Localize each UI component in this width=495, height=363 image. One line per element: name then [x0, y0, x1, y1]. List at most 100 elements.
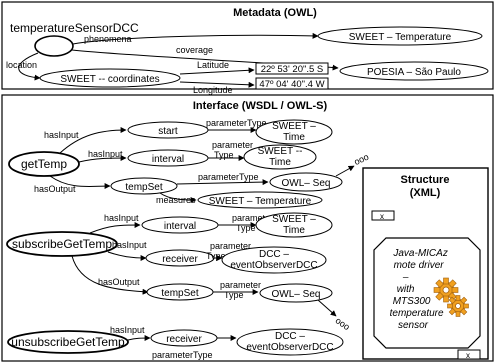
edge-label-coverage: coverage [176, 45, 213, 55]
service-unsubscribegettemp[interactable] [7, 330, 129, 354]
edge-label-paramtype-2-line1: parameter [212, 140, 253, 150]
param-interval-2-label: interval [164, 221, 196, 232]
longitude-value: 47º 04' 40".4 W [259, 79, 324, 90]
type-interval2-line1: SWEET – [272, 214, 316, 225]
gear-icon-1-tooth-4 [451, 287, 459, 293]
type-start-line1: SWEET – [272, 121, 316, 132]
gear-icon-2-tooth-4 [463, 303, 469, 309]
edge-tempset-type-1 [176, 179, 269, 186]
edge-owl-seq-1-more [335, 165, 355, 177]
node-measures-temperature[interactable] [197, 191, 323, 209]
param-tempset-1-label: tempSet [125, 182, 162, 193]
type-owl-seq-1-label: OWL– Seq [282, 178, 331, 189]
type-receiver1-dcc-label: DCC –eventObserverDCC [230, 249, 317, 271]
service-subscribegettemp-label: subscribeGetTemp [12, 237, 112, 251]
gear-icon-1-tooth-3 [433, 287, 441, 293]
gear-icon-1-tooth-2 [443, 295, 449, 303]
edge-label-paramtype-7: parameterType [152, 350, 213, 360]
gear-icon-1-tooth-1 [443, 277, 449, 285]
structure-title: Structure(XML) [401, 174, 450, 199]
gear-icon-2-tooth-5 [460, 296, 468, 304]
service-gettemp-label: getTemp [21, 157, 67, 171]
type-receiver2-line1: DCC – [275, 331, 305, 342]
gear-icon-2-tooth-8 [448, 296, 456, 304]
edge-label-hasinput-2: hasInput [88, 149, 123, 159]
edge-gettemp-start [59, 127, 127, 154]
latitude-value: 22º 53' 20".5 S [261, 64, 324, 75]
service-subscribegettemp[interactable] [6, 231, 118, 257]
edge-owl-seq-2-more [317, 299, 337, 317]
node-measures-temperature-label: SWEET – Temperature [209, 196, 312, 207]
type-interval2-line2: Time [283, 225, 305, 236]
type-owl-seq-1[interactable] [269, 172, 343, 192]
structure-content-line3: – [402, 272, 409, 283]
edge-label-hasinput-4: hasInput [112, 240, 147, 250]
node-poesia[interactable] [339, 61, 489, 81]
edge-subscribe-interval [89, 222, 141, 234]
edge-latitude [179, 67, 255, 75]
type-interval-sweet-time-label: SWEET --Time [258, 146, 303, 168]
structure-title-line2: (XML) [410, 187, 441, 199]
type-interval-sweet-time[interactable] [243, 144, 317, 170]
structure-octagon [373, 237, 481, 349]
param-tempset-1[interactable] [110, 177, 178, 195]
edge-subscribe-tempset [71, 255, 149, 295]
gear-icon-2-tooth-1 [455, 295, 461, 301]
node-sweet-coordinates[interactable] [39, 68, 181, 88]
type-receiver2-line2: eventObserverDCC [246, 342, 333, 353]
edge-label-location: location [6, 60, 37, 70]
type-receiver1-line2: eventObserverDCC [230, 260, 317, 271]
type-receiver2-dcc-label: DCC –eventObserverDCC [246, 331, 333, 353]
type-owl-seq-2[interactable] [259, 283, 333, 303]
structure-content-line7: sensor [398, 320, 429, 331]
xml-tag-bottom[interactable] [457, 349, 481, 360]
edge-label-paramtype-3: parameterType [198, 172, 259, 182]
xml-tag-bottom-label: x [466, 351, 470, 360]
param-tempset-2-label: tempSet [161, 288, 198, 299]
type-receiver1-dcc[interactable] [221, 246, 327, 274]
gear-icon-1-tooth-7 [435, 292, 444, 301]
type-receiver2-dcc[interactable] [236, 328, 344, 356]
type-start-sweet-time[interactable] [255, 119, 333, 145]
edge-label-measures: measures [156, 195, 196, 205]
node-sweet-temperature[interactable] [317, 26, 483, 46]
gear-icon-2-tooth-6 [460, 308, 468, 316]
type-interval2-sweet-time-label: SWEET –Time [272, 214, 316, 236]
structure-content: Java-MICAz mote driver – with MTS300 tem… [390, 248, 451, 331]
edge-label-paramtype-6-line2: Type [224, 290, 244, 300]
edge-gettemp-interval [78, 155, 127, 163]
structure-content-line2: mote driver [394, 260, 445, 271]
edge-unsubscribe-receiver [127, 335, 151, 342]
structure-title-line1: Structure [401, 174, 450, 186]
edge-label-paramtype-2-line2: Type [214, 150, 234, 160]
xml-tag-top[interactable] [371, 210, 395, 221]
edge-label-paramtype-4-line2: Type [236, 223, 256, 233]
type-owl-seq-2-label: OWL– Seq [272, 289, 321, 300]
edge-label-latitude: Latitude [197, 60, 229, 70]
edge-label-paramtype-5-line2: Type [206, 251, 226, 261]
edge-label-paramtype-5-line1: parameter [210, 241, 251, 251]
type-start-sweet-time-label: SWEET –Time [272, 121, 316, 143]
param-receiver-1-label: receiver [162, 254, 198, 265]
edge-label-longitude: Longitude [193, 85, 233, 95]
edge-label-hasinput-5: hasInput [110, 325, 145, 335]
service-gettemp[interactable] [8, 151, 80, 177]
edge-subscribe-receiver [107, 251, 147, 261]
edge-location [18, 52, 41, 81]
sensor-node[interactable] [34, 35, 74, 57]
xml-tag-top-label: x [380, 212, 384, 221]
param-interval-label: interval [152, 154, 184, 165]
type-interval2-sweet-time[interactable] [255, 212, 333, 238]
structure-content-line4: with [397, 284, 415, 295]
structure-content-line1: Java-MICAz [392, 248, 447, 259]
node-sweet-temperature-label: SWEET – Temperature [349, 32, 452, 43]
type-interval-line1: SWEET -- [258, 146, 303, 157]
edge-label-paramtype-1: parameterType [206, 118, 267, 128]
edge-phenomena [72, 32, 319, 45]
gear-icon [433, 277, 459, 303]
structure-content-line6: temperature [390, 308, 444, 319]
edge-label-paramtype-6-line1: parameter [220, 280, 261, 290]
service-unsubscribegettemp-label: unsubscribeGetTemp [11, 335, 125, 349]
